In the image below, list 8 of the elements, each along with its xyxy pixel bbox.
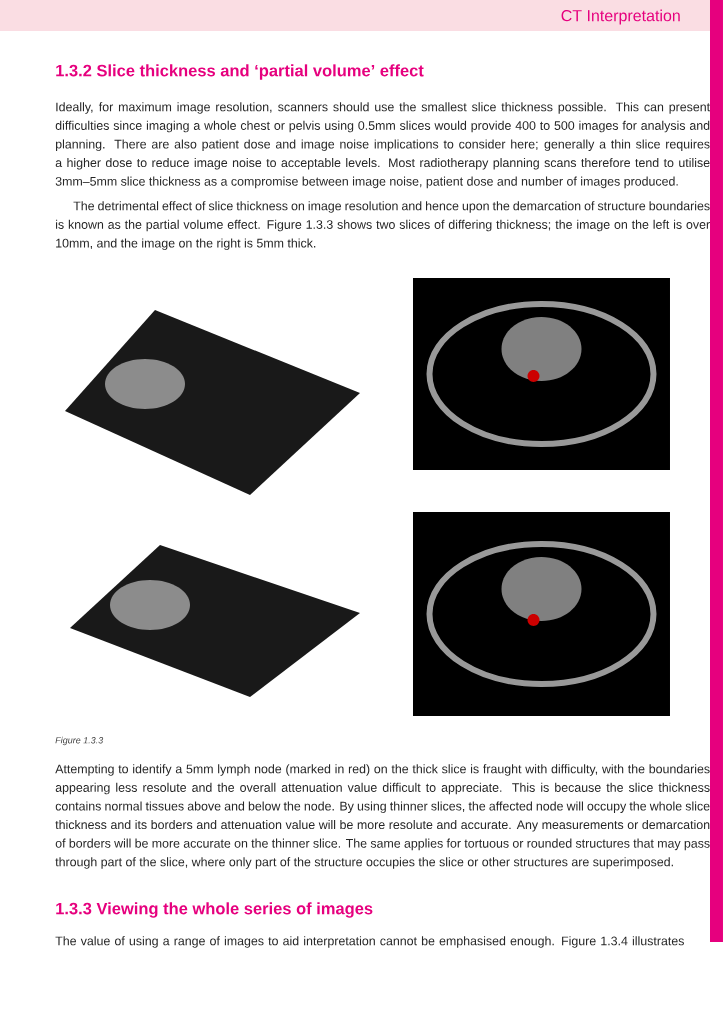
body-paragraph: The value of using a range of images to aid interpretation cannot be emphasised enough. Figure 1.3.4 illustrates (55, 936, 684, 948)
body-paragraph: Ideally, for maximum image resolution, scanners should use the smallest slice thickness possible. This can present difficulties since imaging a whole chest or pelvis using 0.5mm slices would provide 400 to 500 images for analysis and planning. There are also patient dose and image noise implications to consider here; generally a thin slice requires a higher dose to reduce image noise to acceptable levels. Most radiotherapy planning scans therefore tend to utilise 3mm–5mm slice thickness as a compromise between image noise, patient dose and number of images produced. (55, 102, 710, 189)
body-paragraph: The detrimental effect of slice thickness on image resolution and hence upon the demarcation of structure boundaries is known as the partial volume effect. Figure 1.3.3 shows two slices of differing thickness; the image on the left is over 10mm, and the image on the right is 5mm thick. (56, 201, 710, 250)
running-header: CT Interpretation (561, 9, 680, 25)
body-paragraph: Attempting to identify a 5mm lymph node (marked in red) on the thick slice is fraught with difficulty, with the boundaries appearing less resolute and the overall attenuation value difficult to appreciate. This is because the slice thickness contains normal tissues above and below the node. By using thinner slices, the affected node will occupy the whole slice thickness and its borders and attenuation value will be more resolute and accurate. Any measurements or demarcation of borders will be more accurate on the thinner slice. The same applies for tortuous or rounded structures that may pass through part of the slice, where only part of the structure occupies the slice or other structures are superimposed. (55, 764, 710, 869)
figure-caption: Figure 1.3.3 (55, 736, 104, 746)
section-heading: 1.3.3 Viewing the whole series of images (56, 902, 373, 918)
section-heading: 1.3.2 Slice thickness and ‘partial volume’ effect (56, 64, 424, 80)
